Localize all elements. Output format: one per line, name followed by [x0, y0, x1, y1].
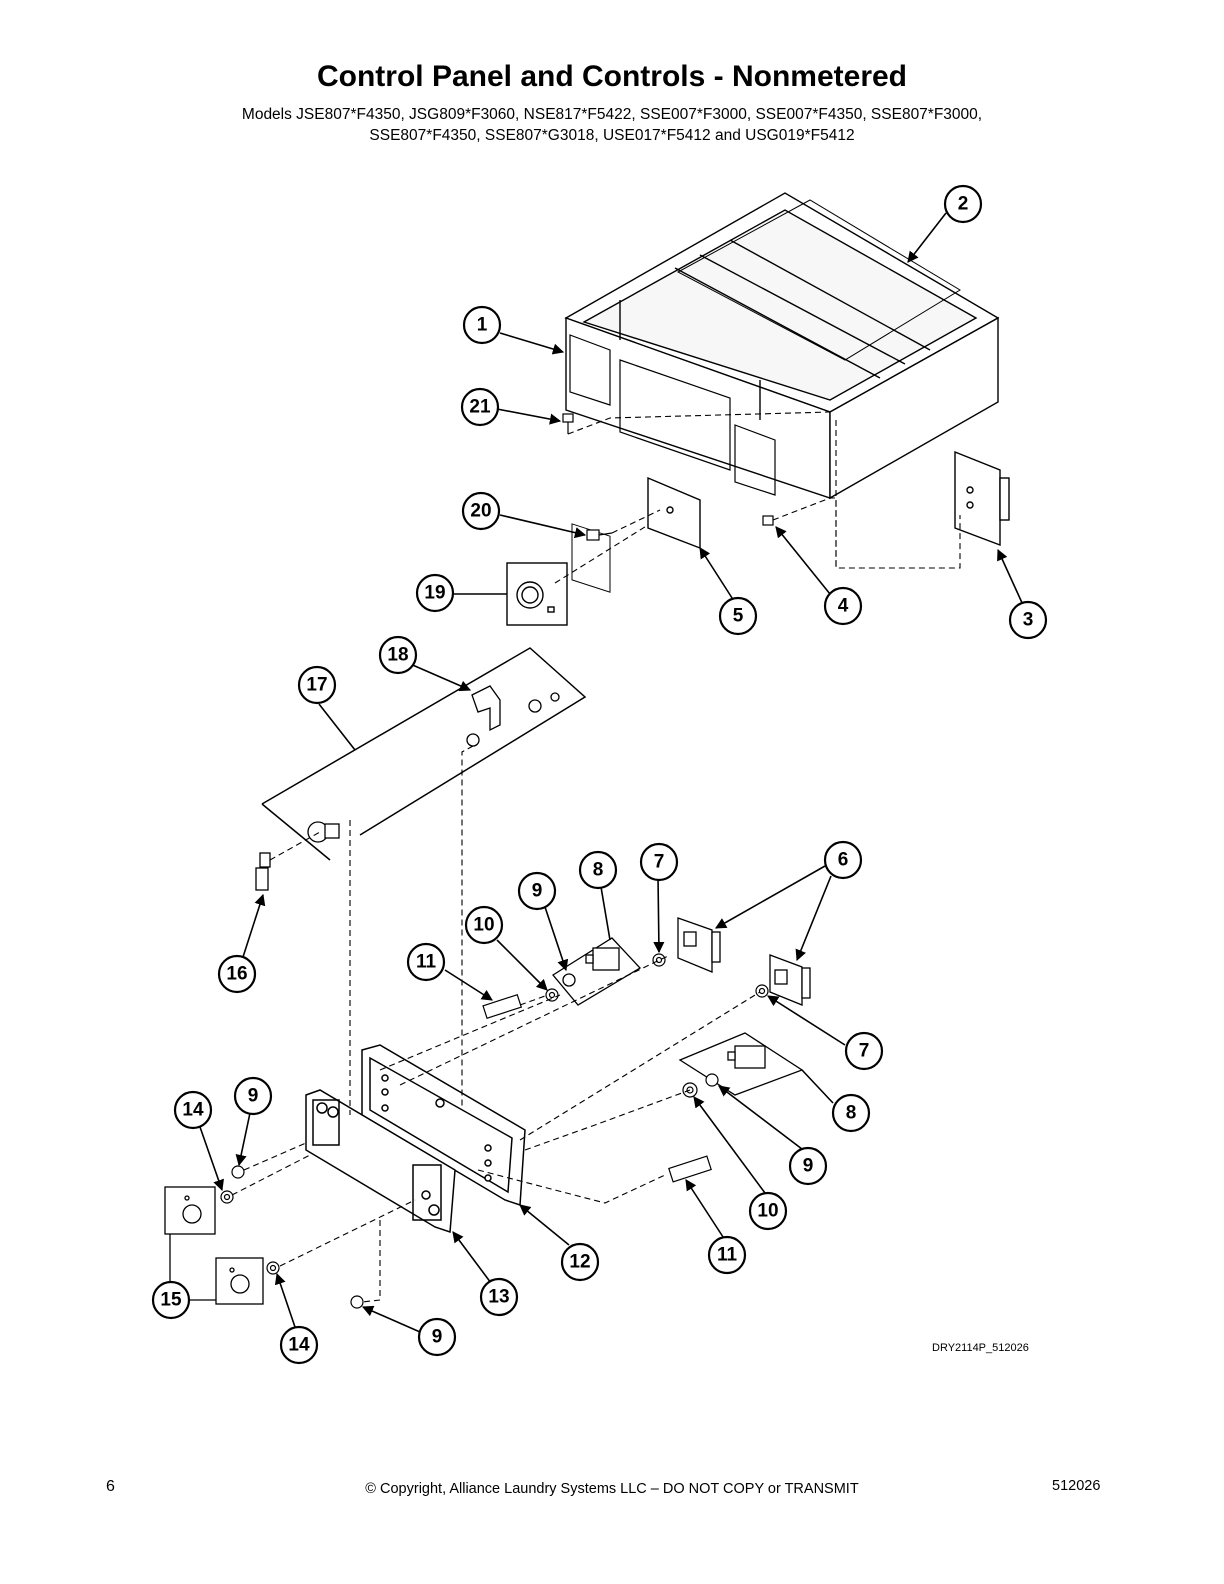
callout-12: 12 [560, 1242, 600, 1282]
callout-4: 4 [823, 586, 863, 626]
switch-6-lower [769, 954, 811, 1006]
svg-text:9: 9 [432, 1327, 443, 1348]
svg-text:10: 10 [473, 915, 494, 936]
svg-text:9: 9 [248, 1086, 259, 1107]
callout-19: 19 [415, 573, 455, 613]
svg-text:5: 5 [733, 606, 744, 627]
knob-15-upper [164, 1186, 216, 1235]
svg-text:11: 11 [717, 1245, 738, 1266]
overlay-13 [305, 1089, 456, 1234]
callout-20: 20 [461, 491, 501, 531]
svg-text:16: 16 [226, 964, 247, 985]
callout-18: 18 [378, 635, 418, 675]
callout-3: 3 [1008, 600, 1048, 640]
svg-text:8: 8 [846, 1103, 857, 1124]
panel-17 [261, 647, 587, 861]
switch-assembly-8-lower [678, 1032, 804, 1096]
svg-text:10: 10 [757, 1201, 778, 1222]
model-list-line-1: Models JSE807*F4350, JSG809*F3060, NSE81… [241, 106, 983, 123]
screw-20 [586, 529, 613, 541]
knob-15-lower [215, 1257, 264, 1305]
console-side-cutouts [569, 334, 776, 496]
console-housing [564, 192, 1000, 593]
knob-19 [506, 562, 568, 626]
callout-15: 15 [151, 1280, 191, 1320]
svg-text:12: 12 [569, 1252, 590, 1273]
callout-10-upper: 10 [464, 905, 504, 945]
callout-9-bottom: 9 [417, 1317, 457, 1357]
callout-8-lower: 8 [831, 1093, 871, 1133]
callout-13: 13 [479, 1277, 519, 1317]
callout-5: 5 [718, 596, 758, 636]
document-number: 512026 [1052, 1478, 1101, 1494]
svg-text:7: 7 [654, 852, 665, 873]
washer-7-upper [652, 953, 666, 967]
nut-9-right [705, 1073, 719, 1087]
svg-text:15: 15 [160, 1290, 182, 1311]
callout-9-right: 9 [788, 1146, 828, 1186]
washer-14-lower [266, 1261, 280, 1275]
svg-text:20: 20 [470, 501, 491, 522]
switch-assembly-8-upper [552, 937, 642, 1006]
assembly-dashed-lines [231, 411, 961, 1303]
control-panel-12 [361, 1044, 526, 1207]
svg-text:2: 2 [958, 194, 969, 215]
svg-text:8: 8 [593, 860, 604, 881]
svg-text:6: 6 [838, 850, 849, 871]
leader-arrows [199, 212, 1024, 1333]
bracket-5 [647, 476, 701, 550]
callout-6: 6 [823, 840, 863, 880]
svg-text:9: 9 [803, 1156, 814, 1177]
callout-2: 2 [943, 184, 983, 224]
copyright-notice: © Copyright, Alliance Laundry Systems LL… [365, 1481, 859, 1497]
svg-text:13: 13 [488, 1287, 509, 1308]
callout-8-upper: 8 [578, 850, 618, 890]
callout-16: 16 [217, 954, 257, 994]
svg-text:18: 18 [387, 645, 408, 666]
callout-7-upper: 7 [639, 842, 679, 882]
model-list-line-2: SSE807*F4350, SSE807*G3018, USE017*F5412… [369, 127, 855, 144]
callout-11-upper: 11 [406, 942, 446, 982]
drawing-id: DRY2114P_512026 [932, 1342, 1029, 1354]
svg-text:11: 11 [416, 952, 437, 973]
lock-16 [255, 821, 340, 891]
washer-10-upper [545, 988, 559, 1002]
callout-14-upper: 14 [173, 1090, 213, 1130]
timer-3 [954, 450, 1010, 547]
page-number: 6 [106, 1478, 115, 1495]
callout-1: 1 [462, 305, 502, 345]
svg-text:19: 19 [424, 583, 445, 604]
washer-14-upper [220, 1190, 234, 1204]
screw-21 [562, 413, 574, 434]
nut-9-bottom [350, 1295, 364, 1309]
washer-7-lower [755, 984, 769, 998]
model-list: Models JSE807*F4350, JSG809*F3060, NSE81… [0, 104, 1224, 146]
page-title: Control Panel and Controls - Nonmetered [316, 60, 908, 93]
svg-text:1: 1 [477, 315, 488, 336]
callout-14-lower: 14 [279, 1325, 319, 1365]
lamp-11-right [668, 1155, 712, 1183]
nut-9-left [231, 1165, 245, 1179]
svg-text:7: 7 [859, 1041, 870, 1062]
callout-9-left: 9 [233, 1076, 273, 1116]
switch-6-upper [677, 917, 721, 973]
callout-17: 17 [297, 665, 337, 705]
callout-10-right: 10 [748, 1191, 788, 1231]
svg-text:3: 3 [1023, 610, 1034, 631]
svg-text:21: 21 [469, 397, 491, 418]
callout-7-lower: 7 [844, 1031, 884, 1071]
callout-11-right: 11 [707, 1235, 747, 1275]
svg-text:14: 14 [288, 1335, 310, 1356]
svg-text:14: 14 [182, 1100, 204, 1121]
bracket-18 [466, 685, 560, 747]
callout-21: 21 [460, 387, 500, 427]
callout-9-upper: 9 [517, 871, 557, 911]
screw-4 [762, 515, 774, 526]
lamp-11-upper [482, 993, 523, 1019]
svg-text:4: 4 [838, 596, 849, 617]
svg-text:9: 9 [532, 881, 543, 902]
svg-text:17: 17 [306, 675, 327, 696]
